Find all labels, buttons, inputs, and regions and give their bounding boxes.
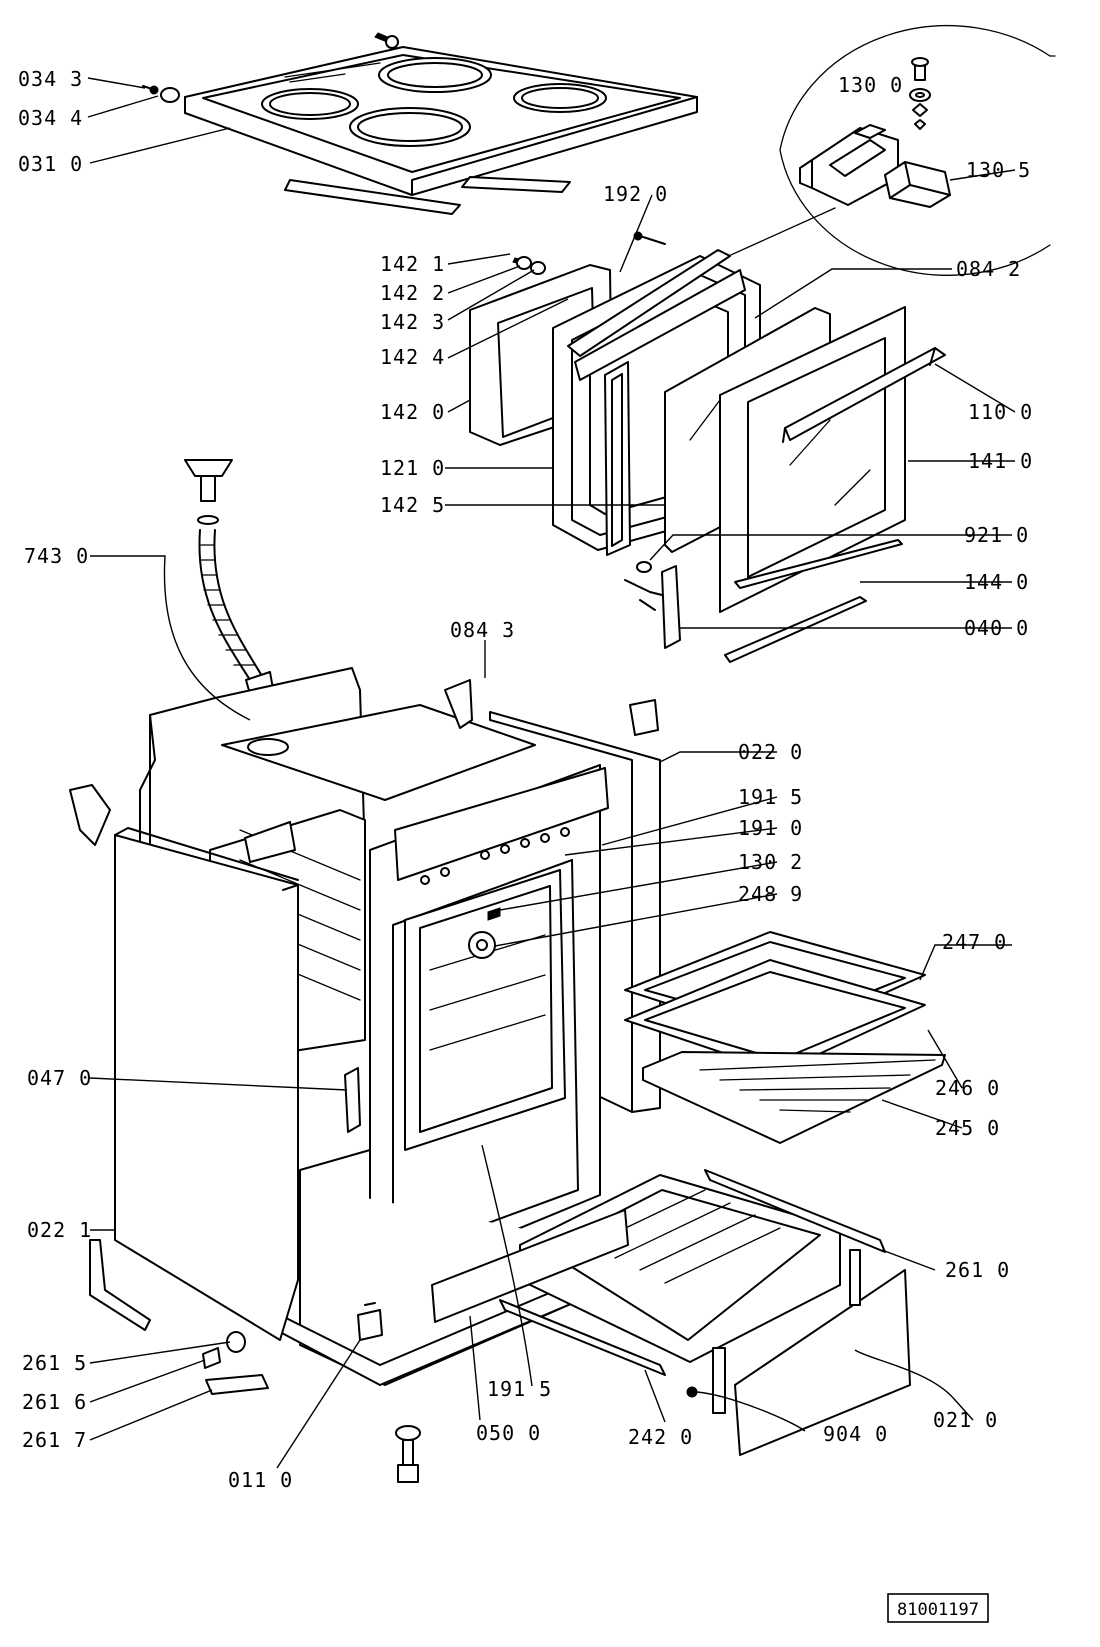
storage-drawer	[431, 1169, 911, 1456]
callout-2470: 247 0	[942, 930, 1007, 954]
callout-1302: 130 2	[738, 850, 803, 874]
callout-1425: 142 5	[380, 493, 445, 517]
callout-1300: 130 0	[838, 73, 903, 97]
callout-0220: 022 0	[738, 740, 803, 764]
callout-0310: 031 0	[18, 152, 83, 176]
callout-labels: 034 3 034 4 031 0 130 0 130 5 192 0 084 …	[18, 67, 1033, 1492]
callout-1915a: 191 5	[738, 785, 803, 809]
callout-1920: 192 0	[603, 182, 668, 206]
callout-0344: 034 4	[18, 106, 83, 130]
callout-1910: 191 0	[738, 816, 803, 840]
oven-door-assembly	[469, 231, 946, 663]
callout-1424: 142 4	[380, 345, 445, 369]
callout-2610: 261 0	[945, 1258, 1010, 1282]
feet-and-fixings	[202, 1302, 421, 1483]
callout-1915b: 191 5	[487, 1377, 552, 1401]
callout-2616: 261 6	[22, 1390, 87, 1414]
callout-0500: 050 0	[476, 1421, 541, 1445]
callout-1305: 130 5	[966, 158, 1031, 182]
callout-0110: 011 0	[228, 1468, 293, 1492]
oven-trays	[624, 931, 946, 1144]
cooktop-hob	[142, 32, 698, 215]
callout-1421: 142 1	[380, 252, 445, 276]
leader-lines	[87, 77, 1016, 1469]
callout-0842: 084 2	[956, 257, 1021, 281]
callout-0400: 040 0	[964, 616, 1029, 640]
callout-1420: 142 0	[380, 400, 445, 424]
drawing-reference-box: 81001197	[887, 1593, 989, 1623]
callout-9040: 904 0	[823, 1422, 888, 1446]
callout-2489: 248 9	[738, 882, 803, 906]
callout-1210: 121 0	[380, 456, 445, 480]
callout-0210: 021 0	[933, 1408, 998, 1432]
callout-1440: 144 0	[964, 570, 1029, 594]
callout-2460: 246 0	[935, 1076, 1000, 1100]
callout-2450: 245 0	[935, 1116, 1000, 1140]
gas-hose	[184, 459, 276, 709]
callout-2617: 261 7	[22, 1428, 87, 1452]
callout-1423: 142 3	[380, 310, 445, 334]
callout-0343: 034 3	[18, 67, 83, 91]
callout-1100: 110 0	[968, 400, 1033, 424]
callout-1422: 142 2	[380, 281, 445, 305]
callout-0470: 047 0	[27, 1066, 92, 1090]
callout-2420: 242 0	[628, 1425, 693, 1449]
callout-9210: 921 0	[964, 523, 1029, 547]
callout-1410: 141 0	[968, 449, 1033, 473]
drawing-reference-number: 81001197	[897, 1600, 979, 1620]
callout-7430: 743 0	[24, 544, 89, 568]
callout-0843: 084 3	[450, 618, 515, 642]
callout-2615: 261 5	[22, 1351, 87, 1375]
callout-0221: 022 1	[27, 1218, 92, 1242]
